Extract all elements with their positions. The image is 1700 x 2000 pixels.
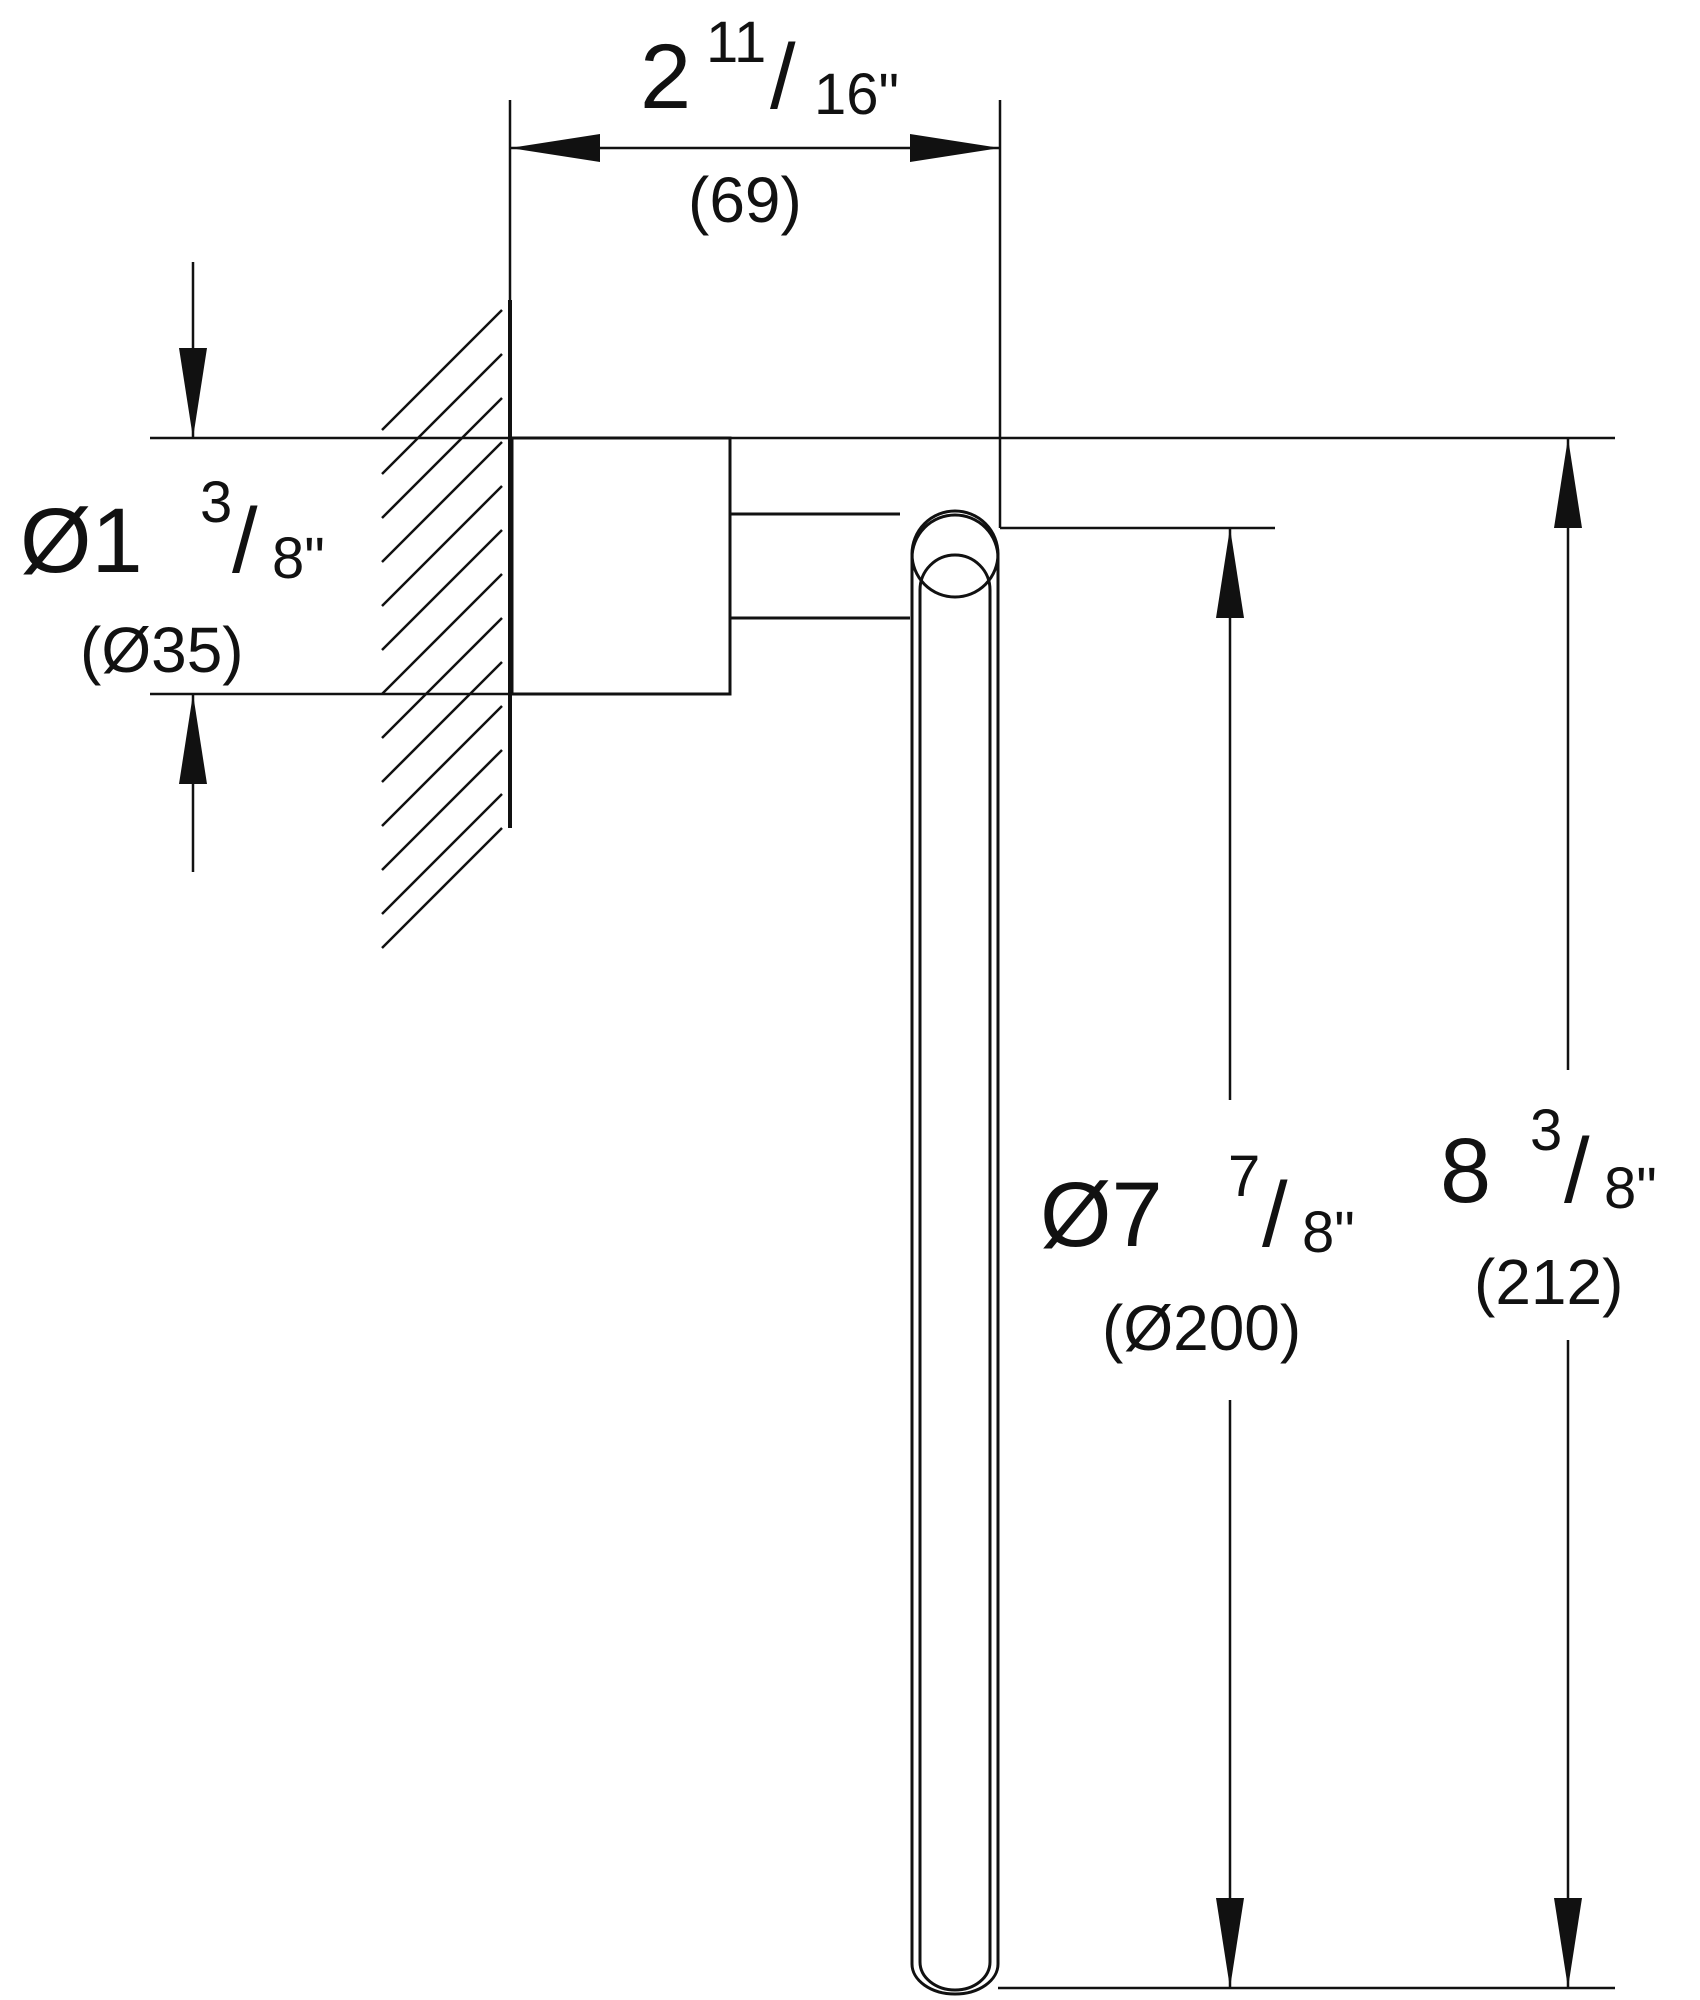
ring-denominator: 8" xyxy=(1302,1200,1355,1265)
hatch-line-0 xyxy=(381,309,503,431)
hatch-line-9 xyxy=(381,705,503,827)
flange-metric: (Ø35) xyxy=(80,614,244,686)
dimension-overall-height: 8 3 / 8" (212) xyxy=(1440,438,1657,1988)
wall-hatching xyxy=(381,309,503,949)
hatch-line-8 xyxy=(381,661,503,783)
ring-pivot-inner xyxy=(910,513,1000,1964)
hatch-line-4 xyxy=(381,485,503,607)
arm xyxy=(730,512,910,620)
ring-slash: / xyxy=(1262,1164,1288,1266)
ring-numerator: 7 xyxy=(1228,1144,1260,1209)
projection-slash: / xyxy=(770,26,796,128)
flange-body xyxy=(510,436,732,696)
ring-metric: (Ø200) xyxy=(1102,1292,1301,1364)
hatch-line-1 xyxy=(381,353,503,475)
height-numerator: 3 xyxy=(1530,1098,1562,1163)
hatch-line-7 xyxy=(381,617,503,739)
dimension-ring-diameter: Ø7 7 / 8" (Ø200) xyxy=(1040,528,1355,1988)
projection-denominator: 16" xyxy=(814,62,899,127)
arrowhead-left xyxy=(510,134,600,162)
flange-numerator: 3 xyxy=(200,470,232,535)
hatch-line-5 xyxy=(381,529,503,651)
extension-lines xyxy=(150,100,1615,1990)
ring-whole: Ø7 xyxy=(1040,1164,1163,1266)
towel-ring xyxy=(910,509,1000,1996)
projection-whole: 2 xyxy=(640,26,691,128)
arrowhead-up xyxy=(1554,438,1582,528)
wall xyxy=(381,300,512,949)
flange-slash: / xyxy=(232,490,258,592)
ring-top-inner xyxy=(918,553,992,591)
hatch-line-6 xyxy=(381,573,503,695)
flange-whole: Ø1 xyxy=(20,490,143,592)
arrowhead-up xyxy=(1216,528,1244,618)
projection-metric: (69) xyxy=(688,164,802,236)
wall-flange xyxy=(510,436,732,696)
height-slash: / xyxy=(1564,1120,1590,1222)
ring-bottom-inner xyxy=(918,1961,992,1992)
arrowhead-down xyxy=(1554,1898,1582,1988)
arrowhead-down xyxy=(1216,1898,1244,1988)
hatch-line-11 xyxy=(381,793,503,915)
hatch-line-3 xyxy=(381,441,503,563)
arrowhead-right xyxy=(910,134,1000,162)
height-metric: (212) xyxy=(1474,1246,1623,1318)
height-denominator: 8" xyxy=(1604,1156,1657,1221)
hatch-line-12 xyxy=(381,827,503,949)
arrowhead-down xyxy=(179,348,207,438)
dimension-flange-diameter: Ø1 3 / 8" (Ø35) xyxy=(20,262,325,872)
ring-bottom xyxy=(910,1963,1000,1996)
arrowhead-up xyxy=(179,694,207,784)
dimension-projection: 2 11 / 16" (69) xyxy=(510,10,1000,236)
projection-numerator: 11 xyxy=(706,10,766,75)
flange-denominator: 8" xyxy=(272,526,325,591)
hatch-line-2 xyxy=(381,397,503,519)
height-whole: 8 xyxy=(1440,1120,1491,1222)
hatch-line-10 xyxy=(381,749,503,871)
